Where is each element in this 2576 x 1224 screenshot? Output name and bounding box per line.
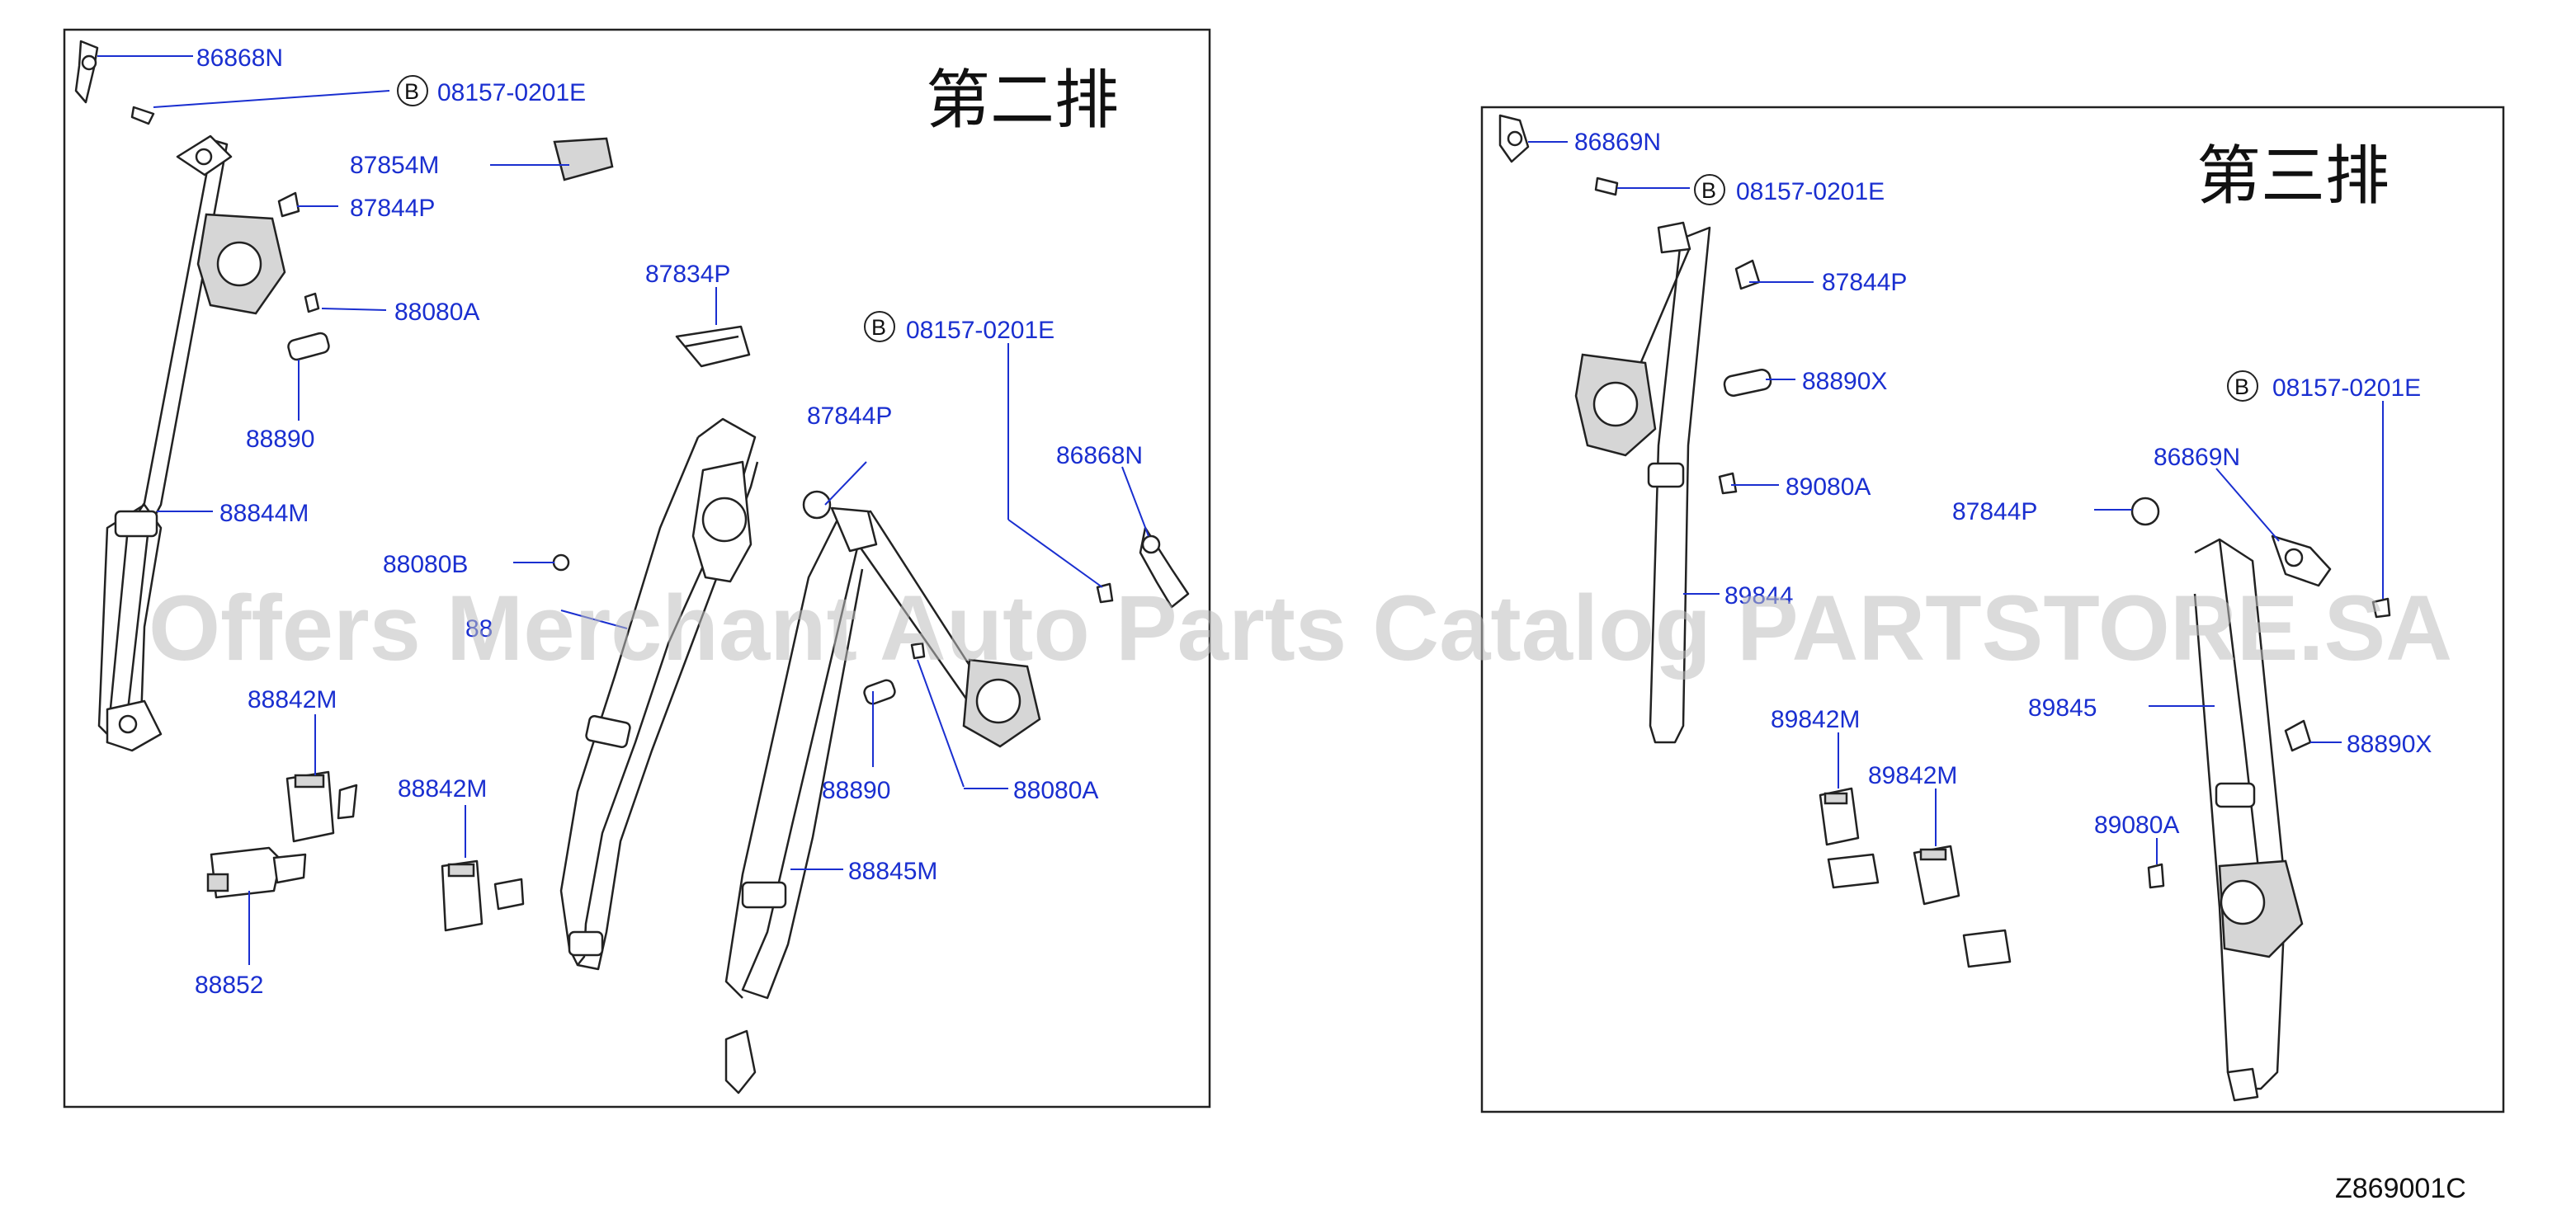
part-label[interactable]: 87844P (350, 195, 435, 222)
part-label[interactable]: 88 (465, 615, 493, 643)
diagram-code: Z869001C (2335, 1173, 2466, 1204)
third-row-center-belt (2130, 497, 2391, 1102)
part-label[interactable]: 86868N (196, 45, 283, 72)
part-label[interactable]: 86869N (1574, 129, 1661, 156)
part-label[interactable]: 88852 (195, 972, 263, 999)
bolt-marker: B (404, 79, 419, 104)
bolt-marker-circle (397, 75, 428, 106)
left-panel-leaders (97, 55, 1149, 965)
part-label[interactable]: 87834P (645, 261, 730, 288)
right-panel-leaders (1528, 141, 2384, 864)
part-label[interactable]: 08157-0201E (2272, 374, 2421, 402)
third-row-outer-belt (1498, 114, 1772, 744)
part-label[interactable]: 89842M (1771, 706, 1860, 733)
panel-title-third-row: 第三排 (2196, 139, 2390, 214)
left-outer-belt (74, 40, 614, 752)
part-label[interactable]: 89842M (1868, 762, 1957, 789)
part-label[interactable]: 88890 (822, 777, 890, 804)
bolt-marker: B (1701, 178, 1716, 203)
part-label[interactable]: 89080A (1786, 473, 1871, 501)
part-label[interactable]: 86869N (2154, 444, 2240, 471)
part-label[interactable]: 88890X (2347, 731, 2432, 758)
third-row-buckles (1819, 787, 2012, 968)
part-label[interactable]: 08157-0201E (437, 79, 586, 106)
part-label[interactable]: 89080A (2094, 812, 2179, 839)
part-label[interactable]: 87844P (1952, 498, 2037, 525)
part-label[interactable]: 08157-0201E (1736, 178, 1885, 205)
part-label[interactable]: 89845 (2028, 694, 2097, 722)
part-label[interactable]: 88842M (398, 775, 487, 803)
watermark-text: Offers Merchant Auto Parts Catalog PARTS… (149, 577, 2452, 680)
part-label[interactable]: 86868N (1056, 442, 1143, 469)
part-label[interactable]: 88845M (848, 858, 937, 885)
bolt-marker: B (871, 315, 886, 340)
second-row-buckles (206, 770, 525, 932)
part-label[interactable]: 88842M (248, 686, 337, 713)
center-belt (552, 325, 759, 971)
part-label[interactable]: 87854M (350, 152, 439, 179)
panel-third-row: 第三排 (1480, 106, 2505, 1113)
part-label[interactable]: 89844 (1724, 582, 1793, 610)
bolt-marker-circle (864, 311, 895, 342)
bolt-marker: B (2234, 374, 2249, 399)
part-label[interactable]: 88890X (1802, 368, 1887, 395)
right-belt (724, 490, 1190, 1095)
bolt-marker-circle (1694, 174, 1725, 205)
part-label[interactable]: 88844M (219, 500, 309, 527)
panel-frame-left (63, 28, 1211, 1109)
part-label[interactable]: 88080A (394, 299, 479, 326)
part-label[interactable]: 88080B (383, 551, 468, 578)
part-label[interactable]: 88080A (1013, 777, 1098, 804)
part-label[interactable]: 87844P (1822, 269, 1907, 296)
part-label[interactable]: 08157-0201E (906, 317, 1054, 344)
part-label[interactable]: 88890 (246, 426, 314, 453)
panel-second-row: 第二排 (63, 28, 1211, 1109)
panel-frame-right (1480, 106, 2505, 1113)
panel-title-second-row: 第二排 (926, 64, 1119, 138)
part-label[interactable]: 87844P (807, 403, 892, 430)
bolt-marker-circle (2227, 370, 2258, 402)
